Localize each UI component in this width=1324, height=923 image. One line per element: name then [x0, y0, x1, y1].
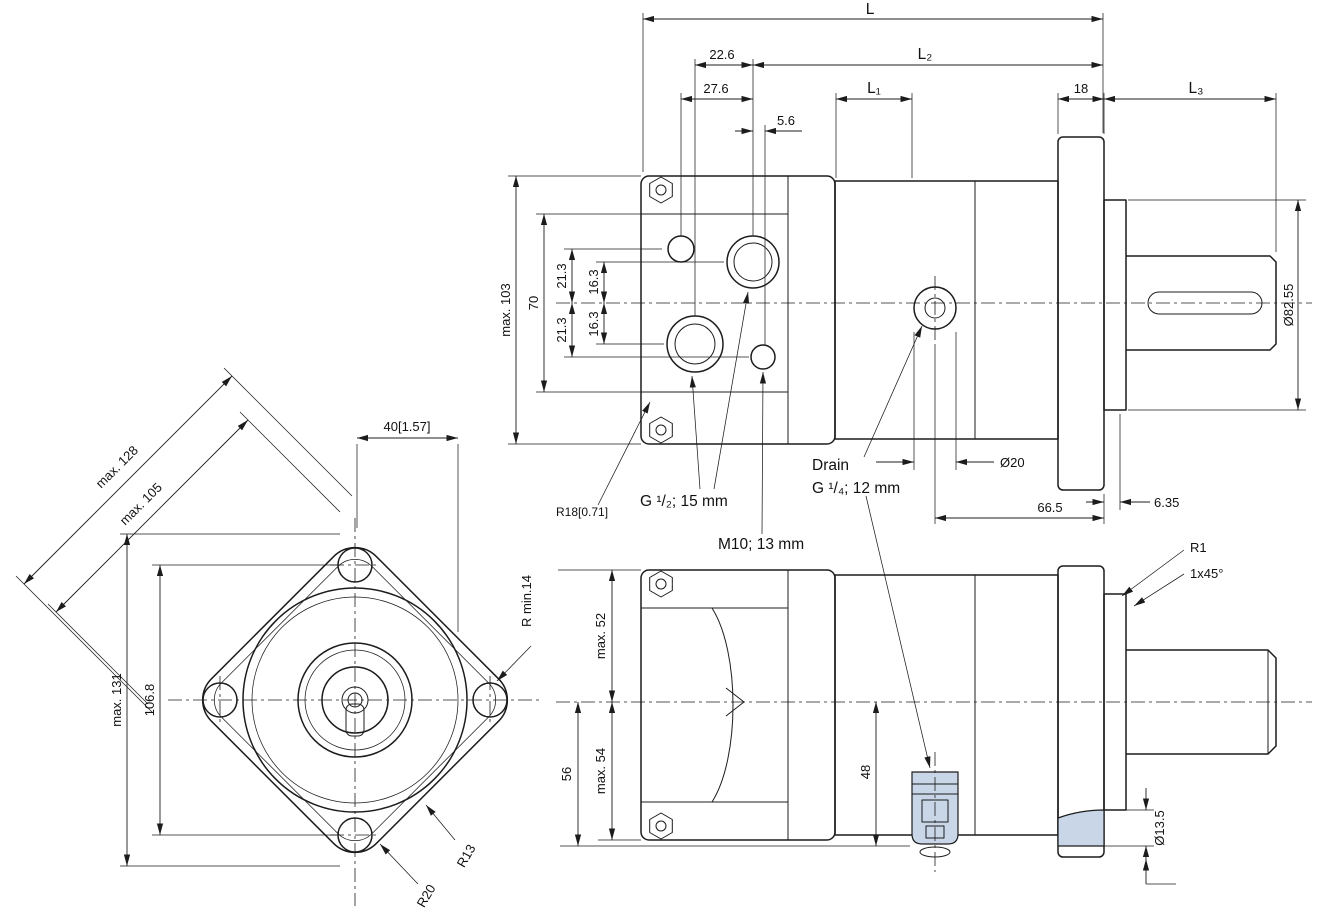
side-view-bottom: max. 52 max. 54 56 48 Ø13.5 R1 1x45°: [556, 540, 1312, 885]
cover-bolt-top-icon: [649, 570, 673, 598]
dim-dia-13-5: Ø13.5: [1152, 810, 1167, 845]
dim-dia-20: Ø20: [1000, 455, 1025, 470]
dim-6-35: 6.35: [1154, 495, 1179, 510]
dim-max-54: max. 54: [593, 748, 608, 794]
label-r-min-14: R min.14: [519, 575, 534, 627]
label-drain-spec: G ¹/₄; 12 mm: [812, 480, 900, 497]
dim-70: 70: [526, 296, 541, 310]
dim-5-6: 5.6: [777, 113, 795, 128]
dim-21-3-top: 21.3: [554, 263, 569, 288]
label-drain-title: Drain: [812, 457, 849, 474]
dim-27-6: 27.6: [703, 81, 728, 96]
dim-L2: L₂: [918, 46, 933, 63]
dim-L: L: [866, 1, 875, 18]
dim-48: 48: [858, 765, 873, 779]
flange-contour-inner: [213, 558, 497, 842]
cover-bolt-top-icon: [649, 176, 673, 204]
label-chamfer: 1x45°: [1190, 566, 1223, 581]
label-r1: R1: [1190, 540, 1207, 555]
rotor-profile: [711, 607, 734, 803]
dim-L1: L₁: [867, 80, 881, 97]
dim-16-3-top: 16.3: [586, 269, 601, 294]
dim-18: 18: [1074, 81, 1088, 96]
callouts-top: R18[0.71] G ¹/₂; 15 mm M10; 13 mm Drain …: [556, 291, 931, 769]
dim-21-3-bottom: 21.3: [554, 317, 569, 342]
callouts-bottom: R1 1x45°: [1121, 540, 1223, 607]
dim-max-131: max. 131: [109, 673, 124, 726]
flange-contour-outer: [201, 546, 509, 854]
dim-66-5: 66.5: [1037, 500, 1062, 515]
dim-dia-82-55: Ø82.55: [1281, 284, 1296, 327]
cover-bolt-bottom-icon: [649, 812, 673, 840]
m10-hole-lower-circle: [750, 344, 776, 370]
dimensions-bottom: max. 52 max. 54 56 48 Ø13.5: [558, 569, 1176, 885]
dim-106-8: 106.8: [142, 684, 157, 717]
dim-22-6: 22.6: [709, 47, 734, 62]
dim-16-3-bottom: 16.3: [586, 311, 601, 336]
pilot-boss-top: [1103, 199, 1127, 411]
label-m10: M10; 13 mm: [718, 536, 804, 553]
dim-L3: L₃: [1189, 80, 1204, 97]
dim-max-52: max. 52: [593, 613, 608, 659]
dimensions-top: L L₂ 22.6 27.6 L₁ 18 L₃: [498, 1, 1306, 524]
dim-40: 40[1.57]: [384, 419, 431, 434]
cover-bolt-bottom-icon: [649, 416, 673, 444]
label-g12-port: G ¹/₂; 15 mm: [640, 493, 728, 510]
dim-56: 56: [559, 767, 574, 781]
side-view-top: L L₂ 22.6 27.6 L₁ 18 L₃: [498, 1, 1312, 769]
flange-bolt-hole-section: [1057, 809, 1105, 847]
dim-max-103: max. 103: [498, 283, 513, 336]
flange-outline: [168, 518, 540, 906]
label-r18: R18[0.71]: [556, 505, 608, 519]
